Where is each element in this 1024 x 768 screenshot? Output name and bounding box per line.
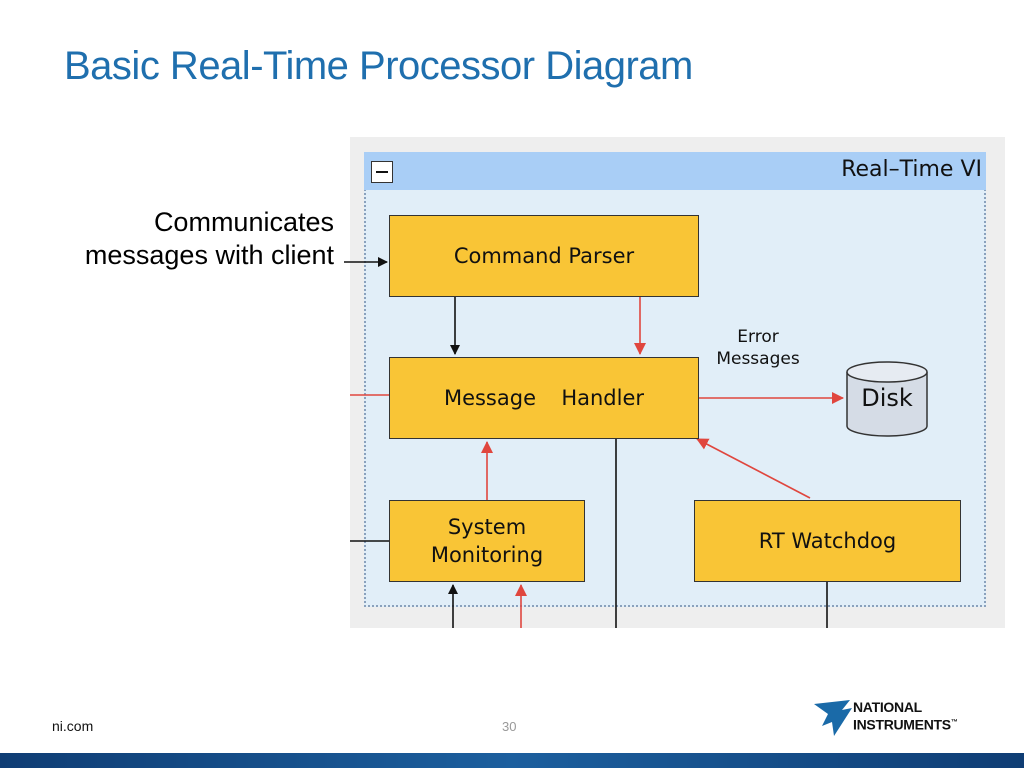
logo-line-1: NATIONAL [853,699,922,715]
command-parser-block: Command Parser [389,215,699,297]
side-note: Communicates messages with client [0,206,334,272]
real-time-vi-label: Real–Time VI [841,157,982,182]
side-note-line-2: messages with client [84,240,334,270]
footer-url[interactable]: ni.com [52,718,94,734]
collapse-icon[interactable] [371,161,393,183]
error-label-line-2: Messages [716,349,800,369]
side-note-line-1: Communicates [153,207,334,237]
footer-bar [0,753,1024,768]
logo-line-2: INSTRUMENTS™ [853,716,958,733]
disk-label: Disk [861,384,913,412]
error-label-line-1: Error [737,327,779,347]
rt-watchdog-block: RT Watchdog [694,500,961,582]
logo-trademark: ™ [950,719,958,726]
system-monitoring-block: System Monitoring [389,500,585,582]
real-time-vi-header [364,152,986,190]
system-monitoring-label-1: System [447,515,527,539]
page-title: Basic Real-Time Processor Diagram [64,44,693,88]
page-number: 30 [502,719,517,734]
command-parser-label: Command Parser [453,244,635,268]
logo-wordmark: NATIONAL INSTRUMENTS™ [853,700,958,733]
disk-icon [846,361,928,437]
message-handler-block: Message Handler [389,357,699,439]
national-instruments-eagle-icon [814,700,852,736]
message-handler-label: Message Handler [443,386,645,410]
system-monitoring-label-2: Monitoring [430,543,544,567]
rt-watchdog-label: RT Watchdog [758,529,897,553]
error-messages-label: Error Messages [703,326,813,370]
